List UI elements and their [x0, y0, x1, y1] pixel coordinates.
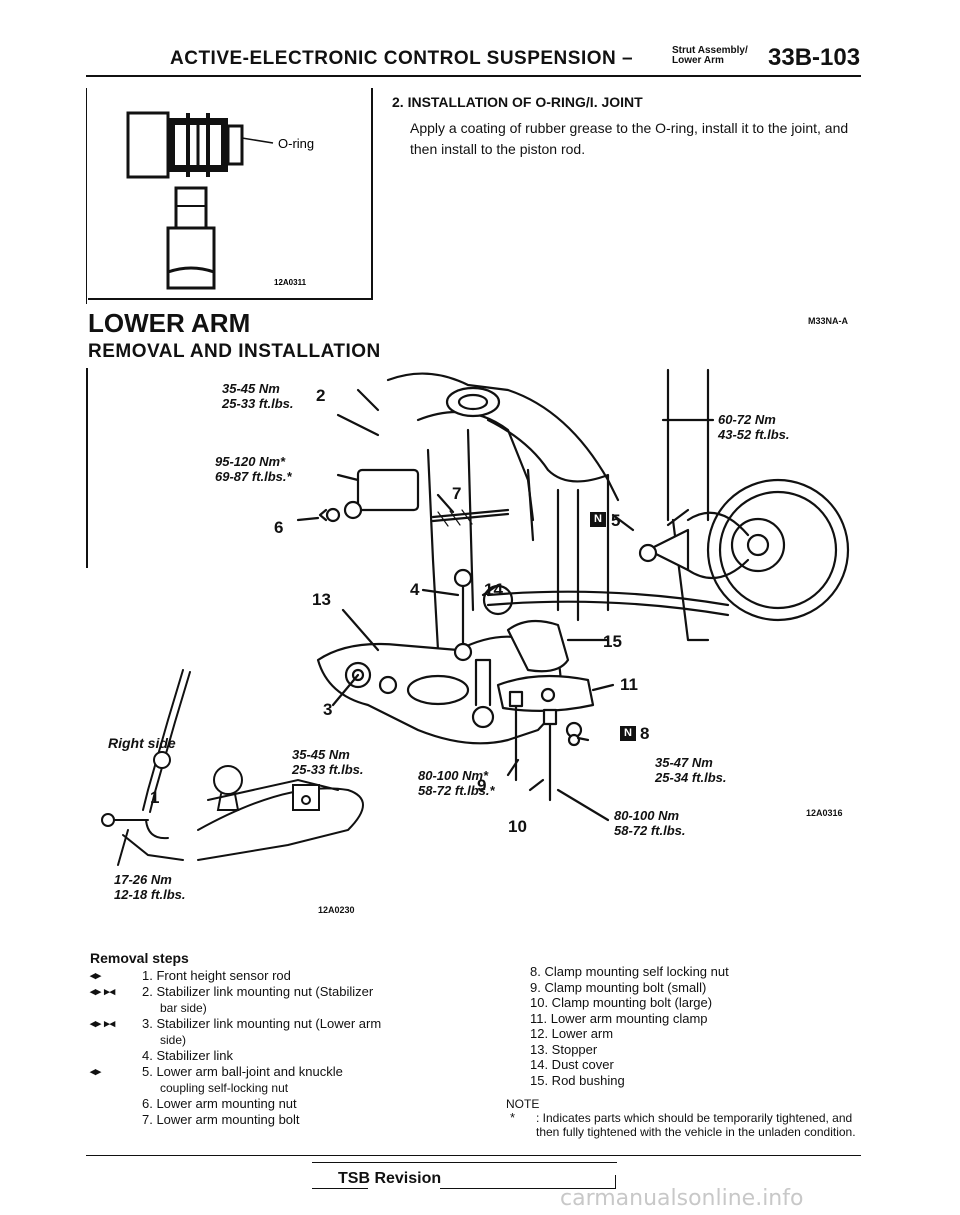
- tsb-box-top: [312, 1162, 617, 1163]
- tsb-revision-line: [440, 1188, 615, 1189]
- oring-figure-code: 12A0311: [274, 278, 307, 287]
- header-rule: [86, 75, 861, 77]
- removal-step: ◂▸ ▸◂2. Stabilizer link mounting nut (St…: [90, 984, 374, 1015]
- figure-box-left-edge: [86, 88, 87, 304]
- header-subtitle: Strut Assembly/ Lower Arm: [672, 46, 748, 66]
- torque-label-2: 95-120 Nm* 69-87 ft.lbs.*: [215, 454, 292, 484]
- note-star: *: [510, 1110, 516, 1125]
- removal-step: ◂▸1. Front height sensor rod: [90, 968, 291, 983]
- section-subtitle: REMOVAL AND INSTALLATION: [88, 341, 381, 362]
- part-number-5: 5: [611, 511, 621, 530]
- installation-step-heading: 2. INSTALLATION OF O-RING/I. JOINT: [392, 94, 643, 110]
- lower-arm-exploded-diagram: [101, 368, 850, 866]
- torque-label-4: 35-45 Nm 25-33 ft.lbs.: [292, 747, 364, 777]
- part-number-10: 10: [508, 817, 527, 836]
- oring-joint-drawing: O-ring 12A0311: [126, 111, 314, 290]
- part-number-14: 14: [484, 580, 503, 599]
- part-number-13: 13: [312, 590, 331, 609]
- part-number-7: 7: [452, 484, 462, 503]
- new-part-badge-5: N: [590, 512, 606, 527]
- left-margin-bar: [86, 368, 88, 568]
- header-subtitle-line1: Strut Assembly/: [672, 45, 748, 56]
- torque-label-7: 80-100 Nm 58-72 ft.lbs.: [614, 808, 686, 838]
- torque-label-3: 60-72 Nm 43-52 ft.lbs.: [718, 412, 790, 442]
- torque-label-6: 35-47 Nm 25-34 ft.lbs.: [655, 755, 727, 785]
- service-arrow-icon: ◂▸: [90, 1066, 102, 1078]
- torque-label-1: 35-45 Nm 25-33 ft.lbs.: [222, 381, 294, 411]
- service-arrow-icon: ◂▸ ▸◂: [90, 1018, 116, 1030]
- note-label: NOTE: [506, 1097, 540, 1111]
- oring-figure-box: [88, 88, 373, 300]
- new-part-badge-8: N: [620, 726, 636, 741]
- part-number-1: 1: [150, 788, 160, 807]
- removal-step: 15. Rod bushing: [530, 1072, 625, 1088]
- diagram-code-main: 12A0230: [318, 905, 355, 915]
- watermark: carmanualsonline.info: [560, 1186, 804, 1211]
- removal-steps-left: ◂▸1. Front height sensor rod ◂▸ ▸◂2. Sta…: [90, 968, 490, 1128]
- tsb-underline: [312, 1188, 368, 1189]
- torque-label-8: 17-26 Nm 12-18 ft.lbs.: [114, 872, 186, 902]
- oring-label: O-ring: [278, 136, 314, 151]
- removal-step: 11. Lower arm mounting clamp: [530, 1010, 708, 1026]
- removal-step: 14. Dust cover: [530, 1057, 614, 1072]
- removal-step: 13. Stopper: [530, 1041, 598, 1057]
- footer-rule: [86, 1155, 861, 1156]
- diagram-code-right: 12A0316: [806, 808, 843, 818]
- header-title: ACTIVE-ELECTRONIC CONTROL SUSPENSION –: [170, 48, 634, 69]
- removal-step: 6. Lower arm mounting nut: [142, 1096, 297, 1111]
- section-code: M33NA-A: [808, 316, 849, 326]
- removal-step: ◂▸ ▸◂3. Stabilizer link mounting nut (Lo…: [90, 1016, 382, 1047]
- removal-step: 4. Stabilizer link: [142, 1048, 234, 1063]
- removal-step: 9. Clamp mounting bolt (small): [530, 979, 707, 995]
- removal-step: 12. Lower arm: [530, 1026, 614, 1041]
- part-number-3: 3: [323, 700, 333, 719]
- torque-label-5: 80-100 Nm* 58-72 ft.lbs.*: [418, 768, 495, 798]
- service-arrow-icon: ◂▸ ▸◂: [90, 986, 116, 998]
- page-code: 33B-103: [768, 44, 861, 71]
- part-number-2: 2: [316, 386, 326, 405]
- removal-step: 10. Clamp mounting bolt (large): [530, 995, 713, 1010]
- tsb-revision-label: TSB Revision: [338, 1170, 442, 1187]
- header-subtitle-line2: Lower Arm: [672, 55, 724, 66]
- tsb-revision-end: [615, 1175, 616, 1189]
- part-number-9: 9: [477, 776, 487, 795]
- service-arrow-icon: ◂▸: [90, 970, 102, 982]
- note-text: : Indicates parts which should be tempor…: [536, 1111, 856, 1139]
- section-title: LOWER ARM: [88, 308, 251, 338]
- removal-step: 7. Lower arm mounting bolt: [142, 1112, 300, 1127]
- installation-step-body: Apply a coating of rubber grease to the …: [410, 120, 849, 157]
- part-number-4: 4: [410, 580, 420, 599]
- part-number-8: 8: [640, 724, 650, 743]
- removal-step: 8. Clamp mounting self locking nut: [530, 964, 729, 979]
- part-number-11: 11: [620, 675, 638, 694]
- right-side-label: Right side: [108, 735, 176, 751]
- part-number-15: 15: [603, 632, 622, 651]
- part-number-6: 6: [274, 518, 284, 537]
- removal-steps-right: 8. Clamp mounting self locking nut 9. Cl…: [530, 964, 860, 1088]
- removal-steps-heading: Removal steps: [90, 950, 189, 966]
